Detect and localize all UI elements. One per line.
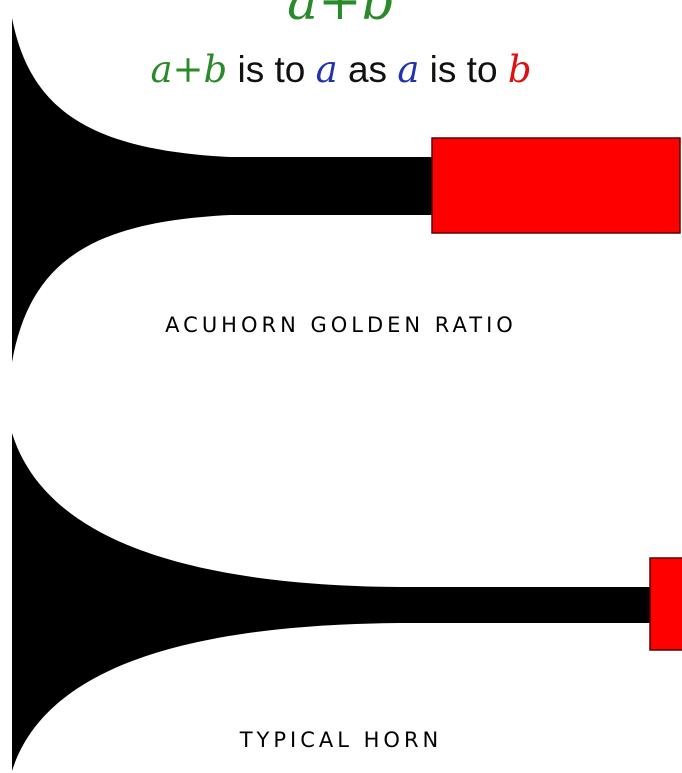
a-term-1: a [315,48,338,91]
acuhorn-flare [12,18,440,362]
acuhorn-diagram [12,18,681,362]
proportion-formula: a+b is to a as a is to b [0,46,682,94]
sum-term-large: a+b [287,0,395,32]
acuhorn-driver [431,137,681,234]
formula-fraction-term: a+b [0,0,682,32]
typical-horn-flare [12,433,660,771]
typical-horn-caption: TYPICAL HORN [239,728,443,752]
is-to-text-2: is to [419,49,508,90]
b-term: b [507,48,532,91]
acuhorn-caption: ACUHORN GOLDEN RATIO [165,313,517,337]
is-to-text-1: is to [227,49,316,90]
typical-horn-driver [649,557,682,651]
typical-horn-diagram [12,433,682,771]
a-term-2: a [397,48,420,91]
sum-term: a+b [150,48,228,91]
as-text: as [337,49,398,90]
